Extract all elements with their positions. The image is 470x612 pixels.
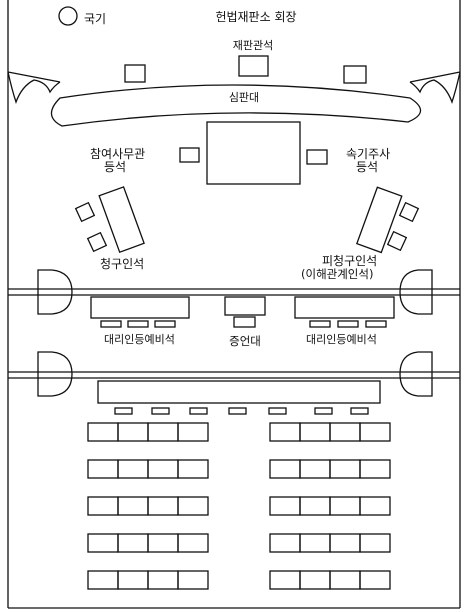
gallery-seat xyxy=(299,422,331,442)
research-officer-desk xyxy=(179,147,200,163)
curtain-left-top xyxy=(7,71,61,83)
justice-chair-left xyxy=(124,64,146,83)
witness-stand-chair xyxy=(233,316,256,328)
respondent-table xyxy=(356,186,403,254)
gallery-seat xyxy=(177,459,209,479)
research-officer-label: 참여사무관 xyxy=(90,147,145,161)
right-counsel-chair-1 xyxy=(309,320,331,328)
left-counsel-chair-2 xyxy=(127,320,149,328)
gallery-seat xyxy=(147,496,179,516)
gallery-seat xyxy=(329,459,361,479)
flag-label: 국기 xyxy=(84,12,106,26)
stenographer-label: 속기주사 xyxy=(346,147,390,161)
bench-label: 심판대 xyxy=(229,91,259,104)
petitioner-table xyxy=(98,186,145,254)
right-counsel-chair-2 xyxy=(337,320,359,328)
gallery-seat xyxy=(359,459,391,479)
gate-left-1 xyxy=(37,269,73,315)
petitioner-seats-label: 청구인석 xyxy=(100,257,144,271)
left-counsel-chair-3 xyxy=(154,320,176,328)
gallery-stool xyxy=(350,407,369,415)
gallery-seat xyxy=(177,496,209,516)
gallery-seat xyxy=(87,459,119,479)
respondent-table-group xyxy=(356,186,403,254)
gallery-stool xyxy=(268,407,287,415)
left-counsel-chair-1 xyxy=(100,320,122,328)
flag-icon xyxy=(58,6,78,26)
gallery-seat xyxy=(269,533,301,553)
gallery-seat xyxy=(147,570,179,590)
gallery-seat xyxy=(359,570,391,590)
gallery-seats xyxy=(87,422,391,590)
justice-chair-right xyxy=(343,65,367,84)
right-counsel-label: 대리인등예비석 xyxy=(306,333,377,346)
gallery-seat xyxy=(359,533,391,553)
gallery-front-stools xyxy=(114,407,369,415)
gallery-seat xyxy=(147,533,179,553)
gallery-seat xyxy=(117,533,149,553)
gate-right-1 xyxy=(399,269,433,315)
court-title: 헌법재판소 회장 xyxy=(215,10,296,24)
petitioner-table-group xyxy=(98,186,145,254)
center-table xyxy=(206,121,301,185)
gate-left-2 xyxy=(37,351,73,397)
respondent-seats-label: 피청구인석 xyxy=(322,254,377,268)
gallery-seat xyxy=(299,459,331,479)
stenographer-seat-label: 등석 xyxy=(356,160,378,174)
witness-stand-desk xyxy=(224,296,266,316)
chief-justice-chair xyxy=(238,55,269,77)
gallery-stool xyxy=(151,407,170,415)
gallery-seat xyxy=(269,422,301,442)
left-counsel-label: 대리인등예비석 xyxy=(104,333,175,346)
gallery-seat xyxy=(329,533,361,553)
left-counsel-table xyxy=(90,296,190,319)
curtain-right-top xyxy=(409,71,461,83)
gallery-seat xyxy=(299,496,331,516)
gallery-seat xyxy=(177,422,209,442)
gallery-seat xyxy=(329,570,361,590)
curtain-right xyxy=(409,71,461,104)
witness-stand-label: 증언대 xyxy=(229,334,261,348)
bench-platform xyxy=(50,84,422,127)
gallery-seat xyxy=(269,459,301,479)
gallery-stool xyxy=(228,407,247,415)
gallery-seat xyxy=(117,570,149,590)
gallery-seat xyxy=(329,422,361,442)
gallery-stool xyxy=(189,407,208,415)
gallery-seat xyxy=(299,533,331,553)
justices-seats-label: 재판관석 xyxy=(233,39,273,52)
respondent-chair-upper xyxy=(398,201,420,223)
gallery-seat xyxy=(117,496,149,516)
curtain-left xyxy=(7,71,61,104)
petitioner-chair-upper xyxy=(74,201,96,223)
gallery-seat xyxy=(87,570,119,590)
gallery-seat xyxy=(87,422,119,442)
gallery-seat xyxy=(269,496,301,516)
gallery-seat xyxy=(269,570,301,590)
gallery-seat xyxy=(359,422,391,442)
gallery-front-bench xyxy=(97,380,381,404)
gallery-seat xyxy=(177,570,209,590)
gallery-seat xyxy=(299,570,331,590)
petitioner-chair-lower xyxy=(86,231,108,253)
right-counsel-chair-3 xyxy=(365,320,387,328)
gallery-seat xyxy=(147,422,179,442)
gallery-seat xyxy=(117,422,149,442)
respondent-chair-lower xyxy=(386,230,408,252)
gallery-seat xyxy=(87,533,119,553)
stenographer-desk xyxy=(306,149,328,165)
gallery-seat xyxy=(117,459,149,479)
gallery-seat xyxy=(147,459,179,479)
gallery-seat xyxy=(177,533,209,553)
gallery-seat xyxy=(87,496,119,516)
gallery-stool xyxy=(114,407,133,415)
gate-right-2 xyxy=(399,351,433,397)
gallery-seat xyxy=(329,496,361,516)
research-officer-seat-label: 등석 xyxy=(104,160,126,174)
right-counsel-table xyxy=(294,296,395,319)
gallery-stool xyxy=(314,407,333,415)
gallery-seat xyxy=(359,496,391,516)
respondent-note-label: (이해관계인석) xyxy=(301,267,373,281)
